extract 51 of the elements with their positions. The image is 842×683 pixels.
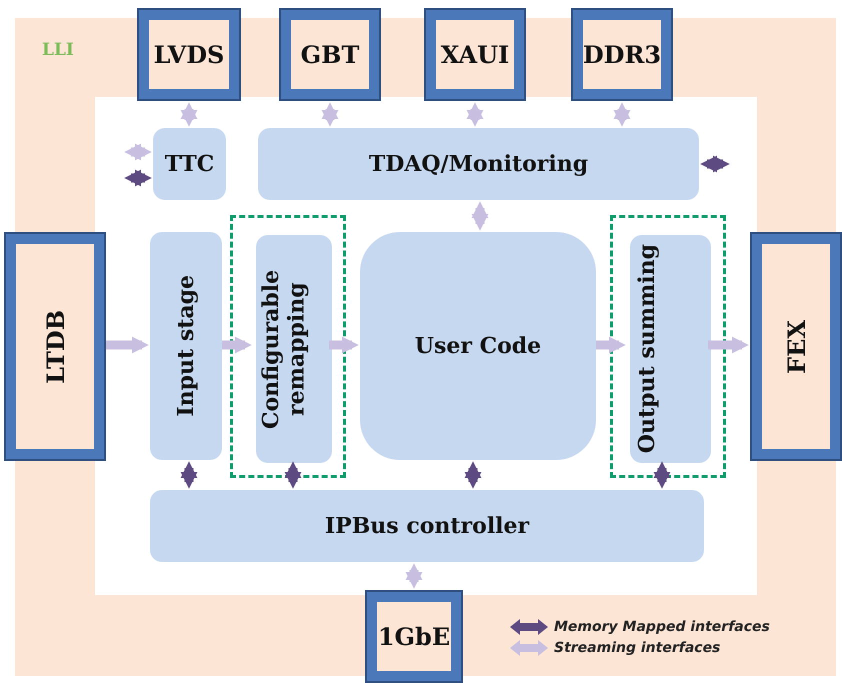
- arrow: [124, 144, 152, 160]
- block-label: LVDS: [154, 40, 224, 69]
- arrow: [284, 461, 302, 489]
- block-label: XAUI: [440, 40, 510, 69]
- arrow: [222, 336, 252, 354]
- arrow: [106, 336, 149, 354]
- arrow: [700, 156, 730, 172]
- interface-box: [137, 8, 241, 101]
- block-label: GBT: [300, 40, 360, 69]
- module-block: [360, 232, 596, 460]
- group-label: LLI: [42, 40, 74, 60]
- block-label: Configurable remapping: [258, 268, 310, 431]
- arrow: [614, 102, 630, 127]
- module-block: [258, 128, 699, 200]
- module-block: [150, 232, 222, 460]
- interface-box: [365, 590, 463, 683]
- arrow: [406, 563, 422, 589]
- arrow: [466, 102, 484, 127]
- arrow: [708, 336, 749, 354]
- block-label: TTC: [164, 151, 214, 177]
- block-label: 1GbE: [378, 622, 450, 651]
- block-label: User Code: [414, 333, 542, 359]
- arrow: [124, 170, 152, 186]
- interface-box: [571, 8, 673, 101]
- block-label: DDR3: [582, 40, 662, 69]
- module-block: [256, 235, 332, 463]
- arrow: [464, 461, 482, 489]
- interface-box: [750, 232, 842, 461]
- legend-text: Streaming interfaces: [554, 640, 720, 656]
- arrow: [596, 336, 626, 354]
- module-block: [150, 490, 704, 562]
- dashed-group-box: [230, 215, 346, 478]
- block-label: Input stage: [173, 275, 199, 417]
- block-label: LTDB: [40, 310, 70, 384]
- module-block: [630, 235, 711, 463]
- block-label: TDAQ/Monitoring: [368, 151, 588, 177]
- interface-box: [279, 8, 381, 101]
- interface-box: [424, 8, 526, 101]
- arrow: [322, 102, 338, 127]
- dashed-group-box: [610, 215, 726, 478]
- arrow: [654, 461, 670, 489]
- interface-box: [4, 232, 106, 461]
- arrow: [180, 102, 198, 127]
- arrow: [472, 201, 488, 231]
- module-block: [153, 128, 226, 200]
- block-label: FEX: [782, 320, 810, 374]
- arrow: [329, 336, 359, 354]
- legend-text: Memory Mapped interfaces: [554, 619, 770, 635]
- block-label: IPBus controller: [324, 513, 530, 539]
- arrow: [180, 461, 198, 489]
- block-label: Output summing: [635, 244, 662, 454]
